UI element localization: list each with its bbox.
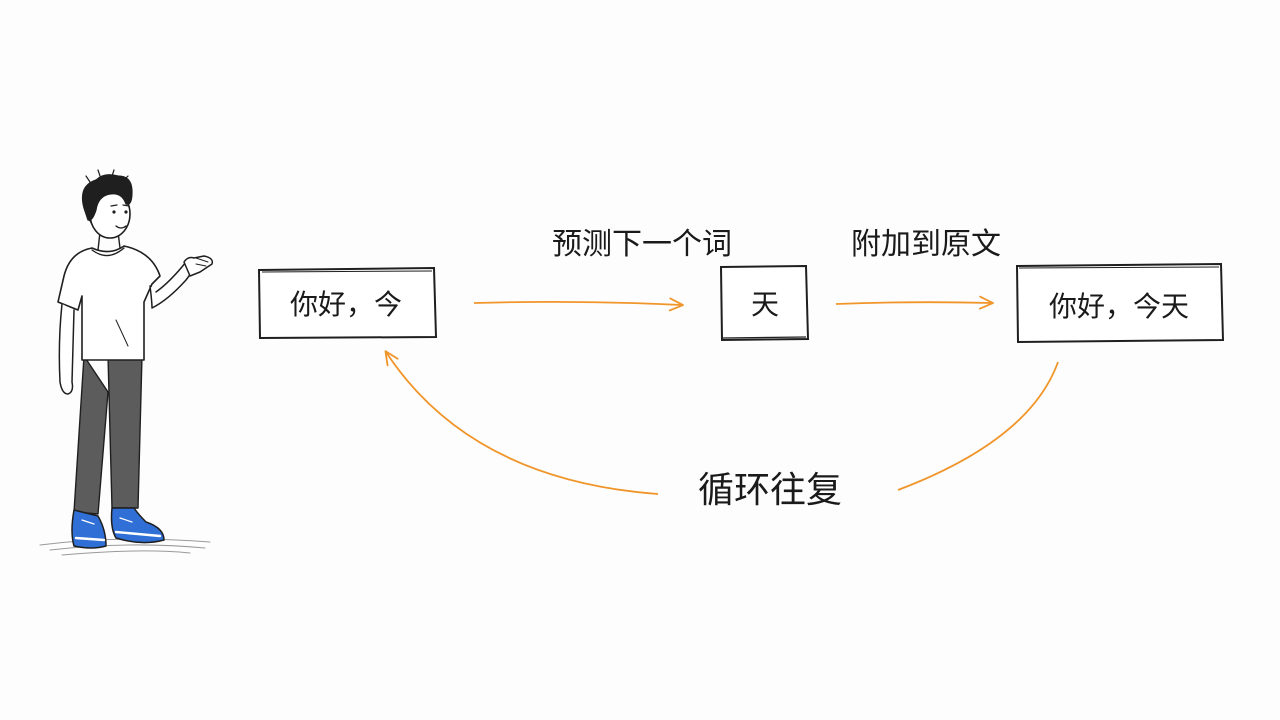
- shirt: [57, 245, 161, 361]
- hair: [81, 174, 133, 221]
- input-text-box: 你好，今: [257, 266, 438, 340]
- predict-label: 预测下一个词: [552, 227, 732, 262]
- loop-arrow-left: [384, 350, 659, 495]
- loop-label: 循环往复: [698, 470, 842, 511]
- input-text: 你好，今: [290, 288, 402, 321]
- floor-shadow: [39, 538, 211, 556]
- person-presenting-icon: [39, 169, 214, 556]
- output-text-box: 你好，今天: [1015, 262, 1225, 344]
- shoe-right: [110, 507, 165, 544]
- loop-arrow-right: [897, 361, 1059, 491]
- predicted-token-box: 天: [719, 264, 810, 342]
- predicted-token-text: 天: [751, 288, 779, 321]
- arm-right: [149, 261, 193, 309]
- leg-left: [73, 355, 109, 515]
- output-text: 你好，今天: [1049, 290, 1189, 323]
- append-label: 附加到原文: [851, 227, 1001, 262]
- leg-right: [107, 355, 143, 509]
- arm-left: [58, 303, 75, 395]
- append-arrow: [835, 295, 994, 310]
- predict-arrow: [473, 297, 684, 312]
- shoe-left: [71, 509, 107, 549]
